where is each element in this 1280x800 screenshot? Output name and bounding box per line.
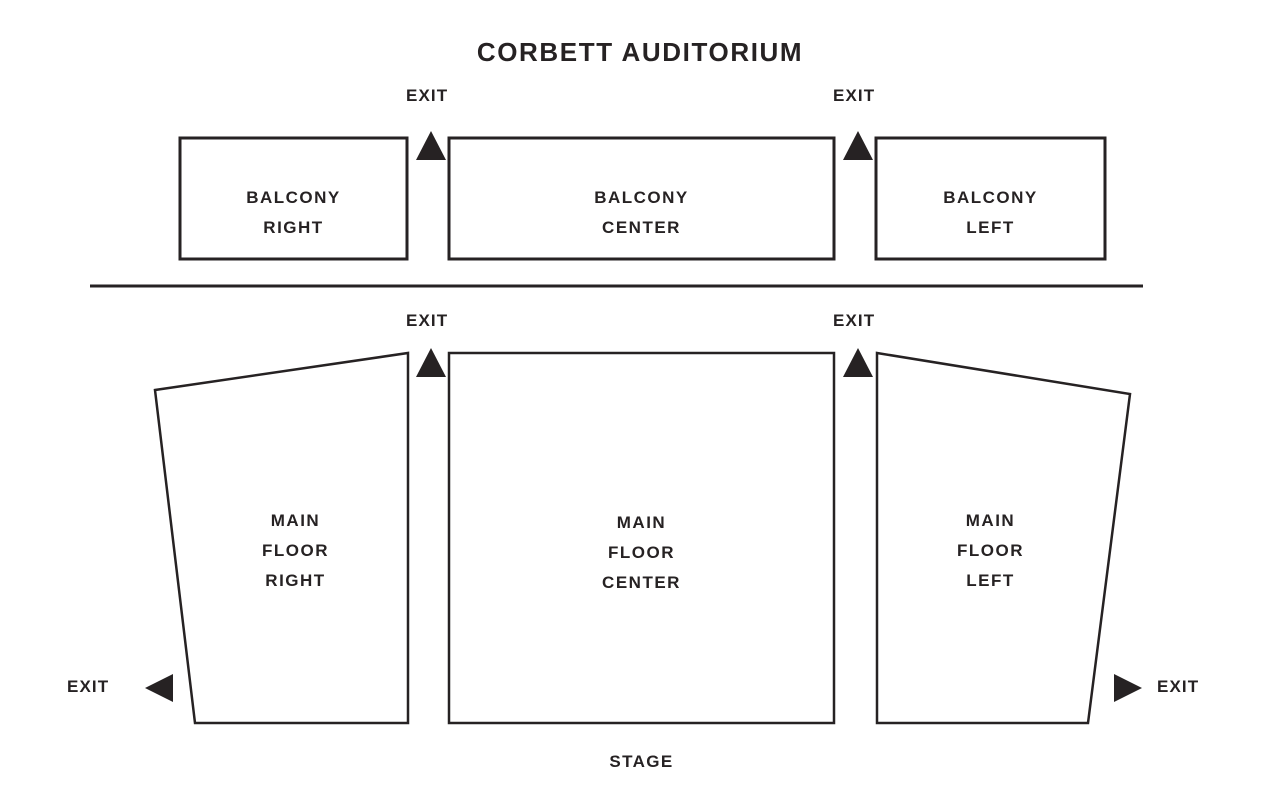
exit-label-main-far-left[interactable]: EXIT (1157, 677, 1200, 696)
balcony-center-shape[interactable] (447, 136, 836, 261)
exit-label-balcony-center-left[interactable]: EXIT (833, 86, 876, 105)
page-title: CORBETT AUDITORIUM (476, 37, 804, 67)
main-floor-right-label: MAIN FLOOR RIGHT (262, 511, 329, 590)
exit-label-main-center-left[interactable]: EXIT (833, 311, 876, 330)
main-floor-left-label: MAIN FLOOR LEFT (957, 511, 1024, 590)
balcony-center-label: BALCONY CENTER (594, 188, 689, 237)
exit-label-balcony-center-right[interactable]: EXIT (406, 86, 449, 105)
exit-arrow-right-icon[interactable] (1114, 674, 1142, 702)
main-floor-left-shape[interactable] (875, 351, 1132, 725)
exit-arrow-up-icon[interactable] (843, 348, 873, 377)
exit-arrow-up-icon[interactable] (416, 131, 446, 160)
balcony-right-shape[interactable] (178, 136, 409, 261)
exit-arrow-up-icon[interactable] (843, 131, 873, 160)
exit-arrow-up-icon[interactable] (416, 348, 446, 377)
stage-label: STAGE (609, 752, 674, 771)
exit-label-main-center-right[interactable]: EXIT (406, 311, 449, 330)
balcony-left-shape[interactable] (874, 136, 1107, 261)
exit-arrow-left-icon[interactable] (145, 674, 173, 702)
exit-label-main-far-right[interactable]: EXIT (67, 677, 110, 696)
balcony-left-label: BALCONY LEFT (943, 188, 1038, 237)
main-floor-right-shape[interactable] (153, 351, 410, 725)
main-floor-center-label: MAIN FLOOR CENTER (602, 513, 681, 592)
main-floor-center-shape[interactable] (447, 351, 836, 725)
balcony-right-label: BALCONY RIGHT (246, 188, 341, 237)
